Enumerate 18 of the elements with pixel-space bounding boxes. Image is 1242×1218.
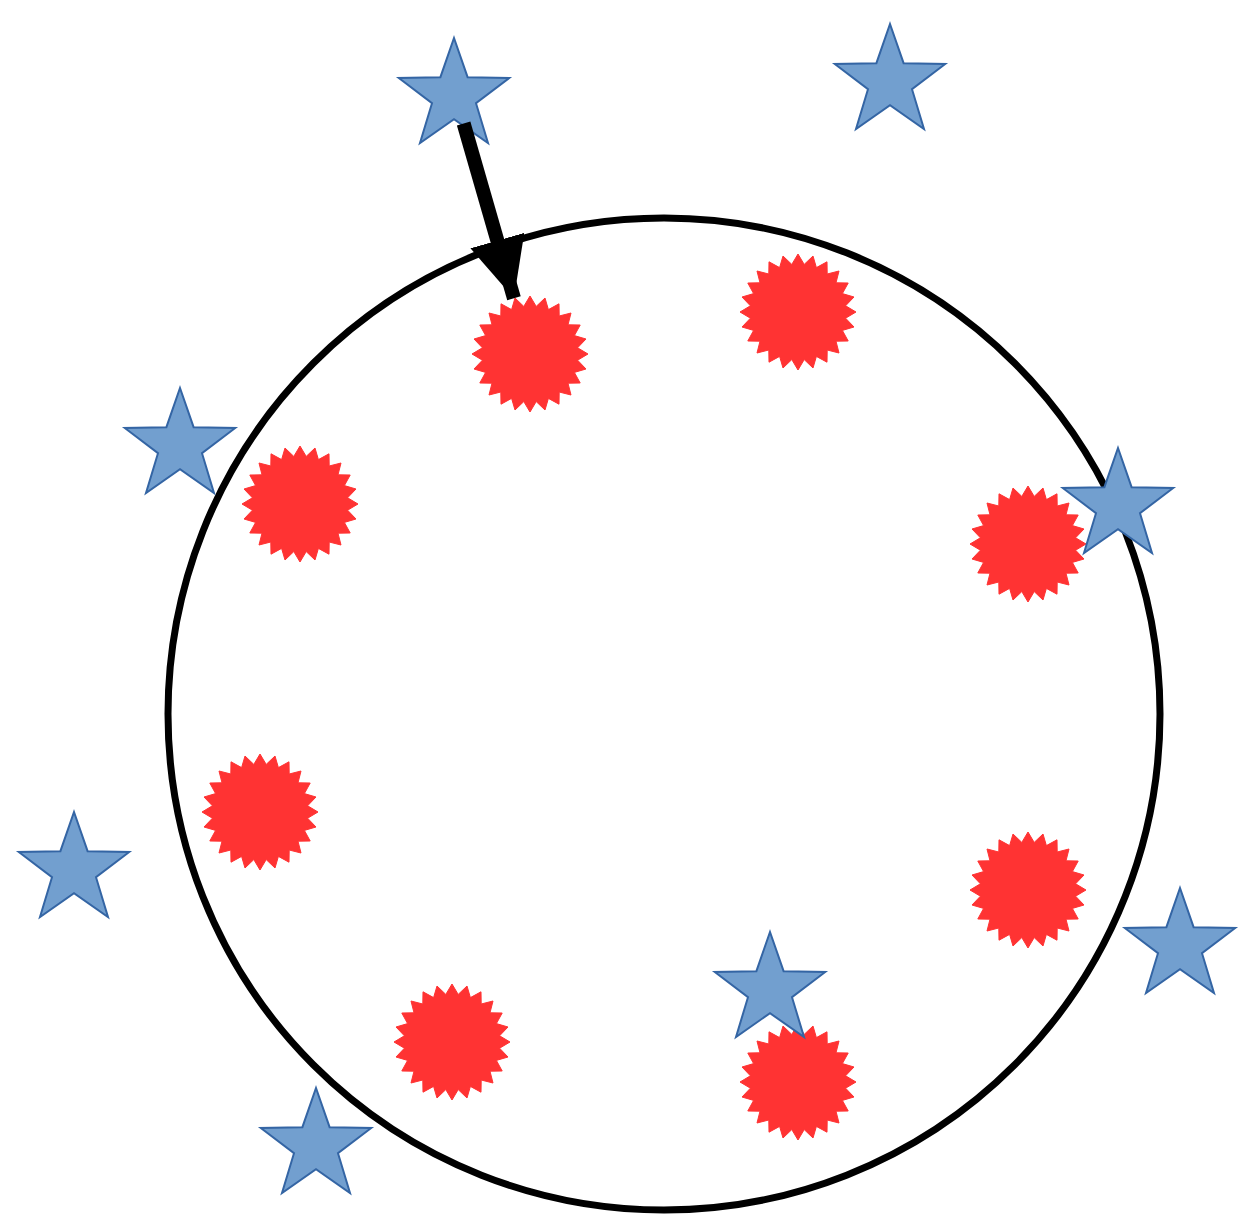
starburst-shape	[394, 984, 510, 1100]
star-shape	[712, 926, 828, 1042]
star-shape	[832, 18, 948, 134]
starburst-shape	[242, 446, 358, 562]
star-shape	[396, 32, 512, 148]
starburst-shape	[970, 486, 1086, 602]
starburst-shape	[202, 754, 318, 870]
starburst-shape	[970, 832, 1086, 948]
star-shape	[1060, 442, 1176, 558]
arrow	[456, 121, 525, 301]
starburst-shape	[740, 1024, 856, 1140]
star-shape	[258, 1082, 374, 1198]
starburst-shape	[740, 254, 856, 370]
star-shape	[16, 806, 132, 922]
circle-outline	[164, 214, 1164, 1214]
star-shape	[122, 382, 238, 498]
starburst-shape	[472, 296, 588, 412]
star-shape	[1122, 882, 1238, 998]
